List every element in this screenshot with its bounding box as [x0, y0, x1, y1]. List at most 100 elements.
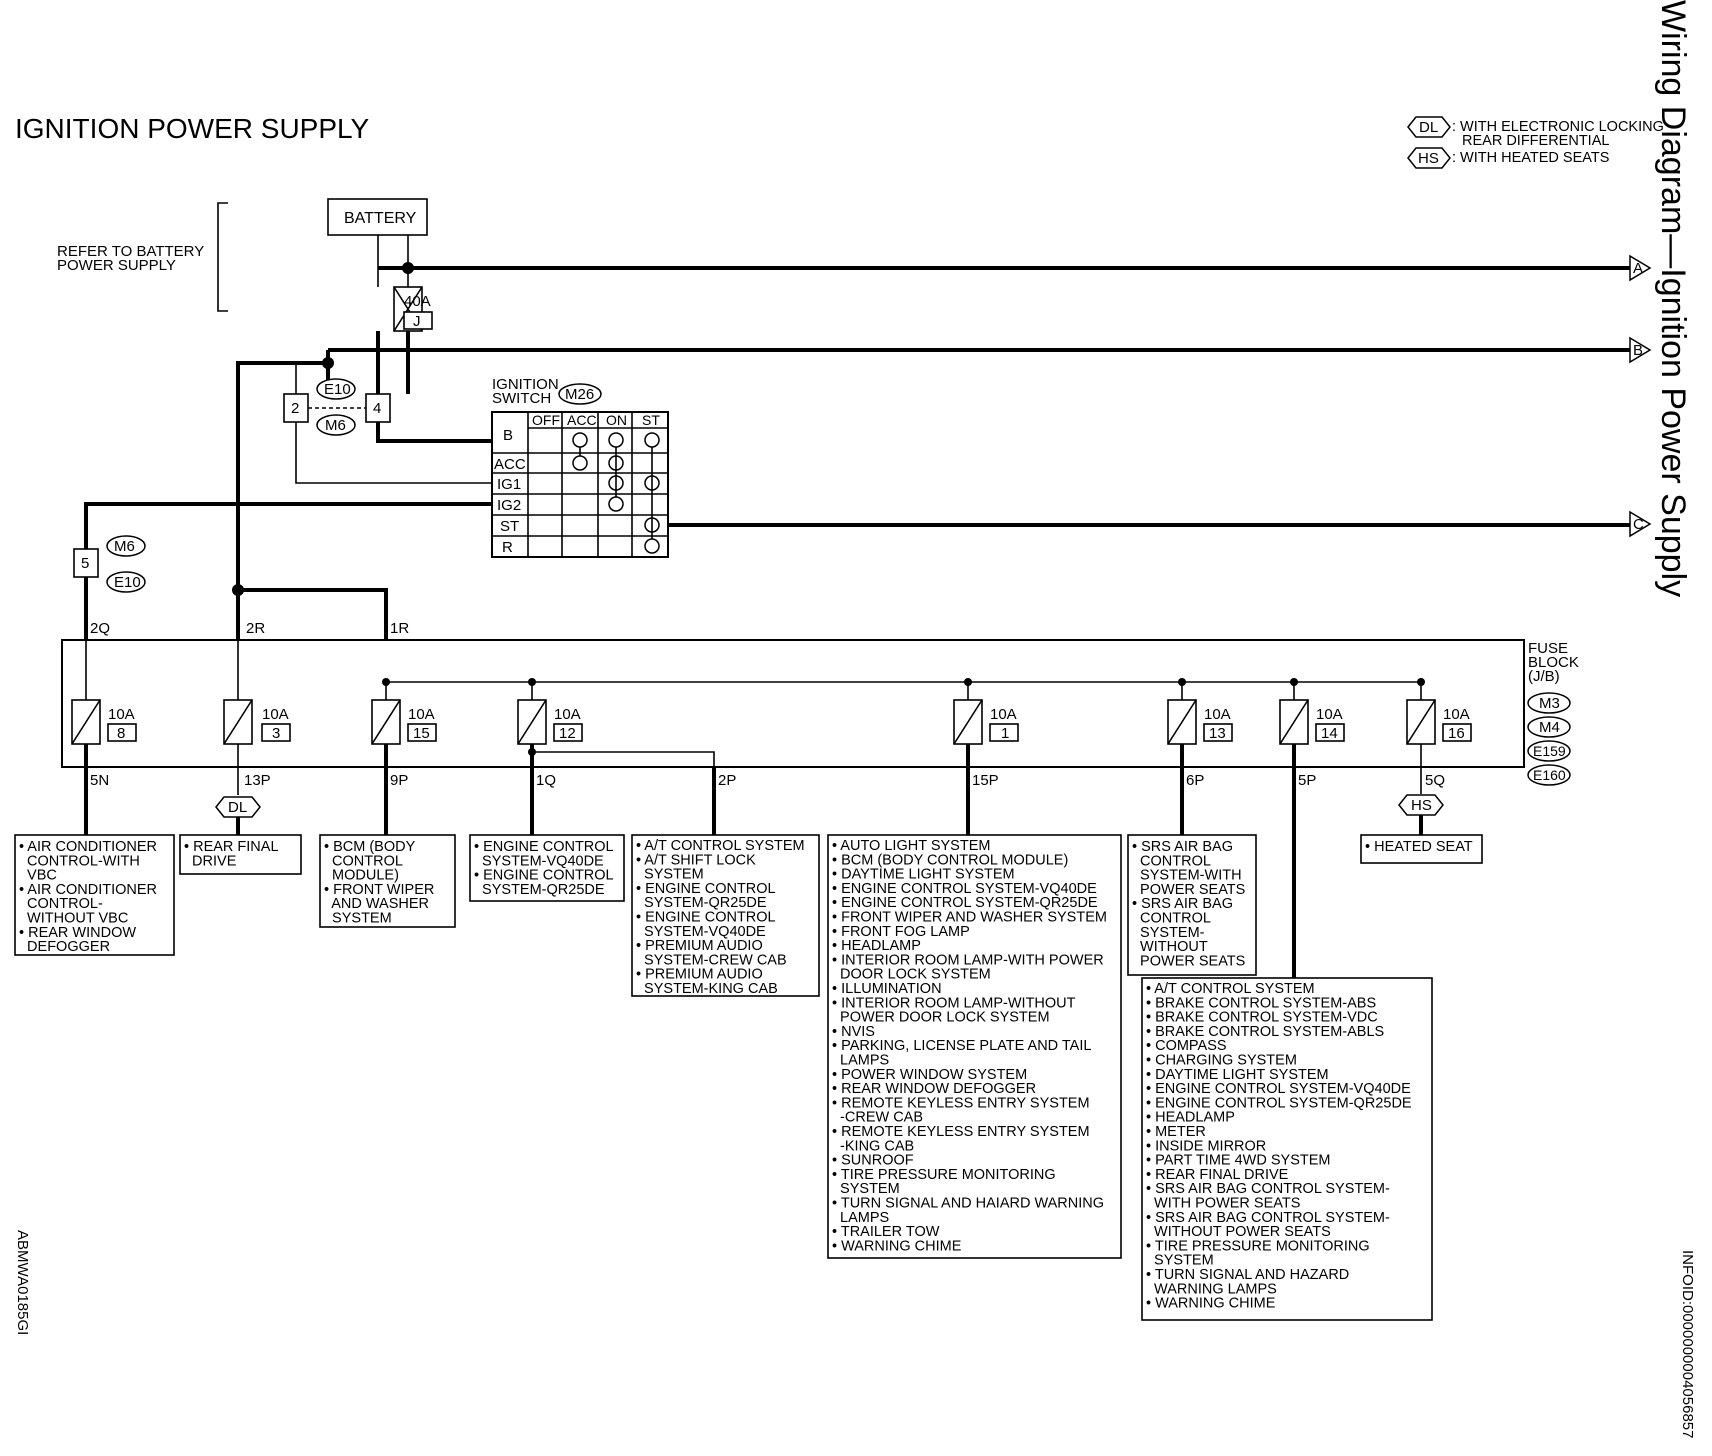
battery-label: BATTERY	[344, 210, 417, 227]
fuse-16-amp: 10A	[1443, 706, 1470, 723]
extra-out-2p: 2P	[718, 772, 736, 789]
load-item-f1: • INTERIOR ROOM LAMP-WITHOUT	[832, 995, 1076, 1011]
wire-ig2	[84, 502, 492, 549]
load-item-f13: CONTROL	[1132, 853, 1211, 869]
connector-pin5: 5 M6 E10	[73, 535, 146, 593]
load-item-f14: • REAR FINAL DRIVE	[1146, 1167, 1289, 1183]
dl-tag: DL	[228, 799, 247, 816]
fuse-16: 10A 16 5Q HS	[1398, 678, 1472, 835]
fuse-16-no: 16	[1448, 725, 1465, 742]
load-item-f14: SYSTEM	[1146, 1253, 1214, 1269]
fuse-14: 10A 14 5P	[1279, 682, 1345, 978]
fuse-15: 10A 15 9P	[371, 682, 437, 835]
load-box-f8	[14, 834, 175, 956]
load-box-f3	[179, 834, 302, 875]
row-st: ST	[500, 518, 519, 535]
load-item-f14: • SRS AIR BAG CONTROL SYSTEM-	[1146, 1210, 1390, 1226]
load-box-f12	[469, 834, 625, 902]
load-item-p2: SYSTEM	[636, 867, 704, 883]
fuse-12-amp: 10A	[554, 706, 581, 723]
fuse-8-out: 5N	[90, 772, 109, 789]
fuse-16-out: 5Q	[1425, 772, 1445, 789]
battery-note-line2: POWER SUPPLY	[57, 257, 176, 274]
load-item-p2: • PREMIUM AUDIO	[636, 938, 763, 954]
legend-dl-text: : WITH ELECTRONIC LOCKING	[1452, 119, 1664, 135]
pin-2: 2	[291, 400, 299, 417]
col-st: ST	[642, 412, 660, 428]
load-item-f1: • ILLUMINATION	[832, 981, 942, 997]
legend-hs-text: : WITH HEATED SEATS	[1452, 150, 1609, 166]
fuse-3-amp: 10A	[262, 706, 289, 723]
fuse-block-label-1: FUSE	[1528, 640, 1568, 657]
load-item-f14: • ENGINE CONTROL SYSTEM-VQ40DE	[1146, 1081, 1411, 1097]
load-item-f14: • HEADLAMP	[1146, 1110, 1235, 1126]
load-item-f14: • SRS AIR BAG CONTROL SYSTEM-	[1146, 1181, 1390, 1197]
load-item-f14: WITHOUT POWER SEATS	[1146, 1224, 1331, 1240]
conn-m26: M26	[565, 386, 594, 403]
load-item-f14: • DAYTIME LIGHT SYSTEM	[1146, 1067, 1329, 1083]
load-item-f13: POWER SEATS	[1132, 953, 1245, 969]
battery-note-line1: REFER TO BATTERY	[57, 243, 204, 260]
legend: DL : WITH ELECTRONIC LOCKING REAR DIFFER…	[1407, 116, 1664, 169]
info-code: INFOID:0000000004056857	[1679, 1250, 1696, 1438]
fuse-j: 40A J	[393, 286, 433, 332]
load-item-f14: • BRAKE CONTROL SYSTEM-ABS	[1146, 995, 1376, 1011]
load-item-f15: AND WASHER	[324, 896, 429, 912]
col-acc: ACC	[567, 412, 597, 428]
load-item-f1: -KING CAB	[832, 1138, 914, 1154]
main-wires	[236, 235, 1630, 590]
output-arrows: A B C	[1629, 254, 1652, 538]
fuse-1: 10A 1 15P	[953, 682, 1019, 835]
load-box-f15	[319, 834, 456, 928]
load-item-f14: • WARNING CHIME	[1146, 1296, 1276, 1312]
load-item-f1: • HEADLAMP	[832, 938, 921, 954]
output-a-label: A	[1633, 260, 1643, 277]
fuse-8-no: 8	[117, 725, 125, 742]
load-item-f12: SYSTEM-VQ40DE	[474, 853, 604, 869]
load-item-f1: • FRONT WIPER AND WASHER SYSTEM	[832, 910, 1107, 926]
load-item-p2: SYSTEM-KING CAB	[636, 981, 778, 997]
row-acc: ACC	[494, 456, 526, 473]
fuse-block-label-3: (J/B)	[1528, 668, 1560, 685]
conn-e10-upper: E10	[324, 381, 351, 398]
load-item-f8: DEFOGGER	[19, 939, 110, 955]
load-item-f3: DRIVE	[184, 853, 237, 869]
load-item-f14: • BRAKE CONTROL SYSTEM-VDC	[1146, 1010, 1378, 1026]
load-item-f14: • TIRE PRESSURE MONITORING	[1146, 1238, 1370, 1254]
load-item-f14: • COMPASS	[1146, 1038, 1227, 1054]
load-box-f13	[1127, 834, 1257, 976]
load-item-f15: • BCM (BODY	[324, 839, 416, 855]
legend-dl-text2: REAR DIFFERENTIAL	[1462, 133, 1609, 149]
fuse-13-amp: 10A	[1204, 706, 1231, 723]
load-item-f1: • REMOTE KEYLESS ENTRY SYSTEM	[832, 1095, 1090, 1111]
load-item-f15: SYSTEM	[324, 911, 392, 927]
load-box-f16	[1360, 834, 1483, 864]
load-item-f14: • TURN SIGNAL AND HAZARD	[1146, 1267, 1349, 1283]
load-item-f1: • BCM (BODY CONTROL MODULE)	[832, 852, 1068, 868]
load-item-f1: • ENGINE CONTROL SYSTEM-VQ40DE	[832, 881, 1097, 897]
load-item-f15: • FRONT WIPER	[324, 882, 434, 898]
load-item-f16: • HEATED SEAT	[1365, 839, 1473, 855]
ignition-switch: IGNITION SWITCH M26 OFF ACC ON ST B ACC …	[491, 376, 669, 558]
battery-box	[327, 198, 428, 236]
load-item-p2: • PREMIUM AUDIO	[636, 967, 763, 983]
legend-dl-tag: DL	[1419, 119, 1438, 136]
load-item-f1: DOOR LOCK SYSTEM	[832, 967, 991, 983]
load-item-f14: • INSIDE MIRROR	[1146, 1138, 1266, 1154]
wire-b-input	[376, 422, 492, 443]
fuse-block: FUSE BLOCK (J/B) M3 M4 E159 E160	[61, 639, 1579, 786]
load-item-f1: • ENGINE CONTROL SYSTEM-QR25DE	[832, 895, 1098, 911]
fuse-13-no: 13	[1209, 725, 1226, 742]
legend-hs-tag: HS	[1418, 150, 1439, 167]
load-item-f1: • INTERIOR ROOM LAMP-WITH POWER	[832, 952, 1104, 968]
load-item-f1: POWER DOOR LOCK SYSTEM	[832, 1010, 1050, 1026]
output-b-label: B	[1633, 342, 1643, 359]
hs-tag: HS	[1411, 797, 1432, 814]
ignition-label-1: IGNITION	[492, 376, 559, 393]
fuse-14-amp: 10A	[1316, 706, 1343, 723]
load-item-f8: CONTROL-WITH	[19, 853, 140, 869]
fuse-j-id: J	[413, 313, 421, 330]
ignition-label-2: SWITCH	[492, 390, 551, 407]
fuse-1-amp: 10A	[990, 706, 1017, 723]
fuse-block-label-2: BLOCK	[1528, 654, 1579, 671]
